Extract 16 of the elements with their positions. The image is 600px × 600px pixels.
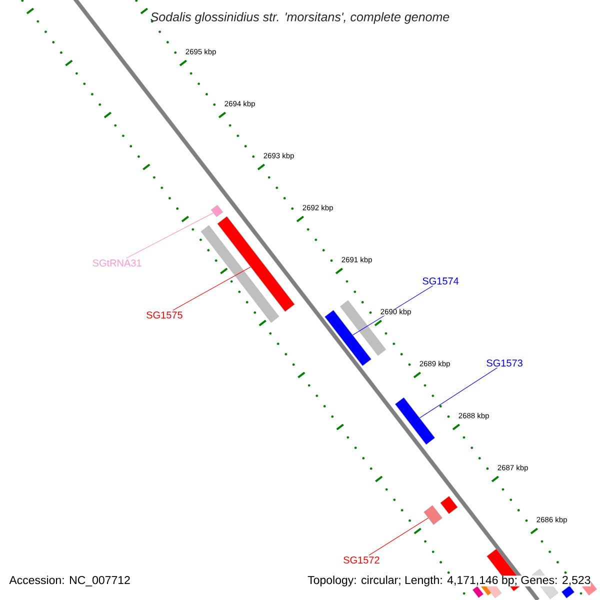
footer-text: Topology: circular; Length: 4,171,146 bp; Genes: 2,523	[308, 576, 591, 586]
gene-label: SG1572	[344, 556, 380, 564]
leader-line	[126, 212, 214, 259]
gene-label: SG1573	[486, 359, 522, 367]
gene-feature	[394, 397, 436, 445]
gene-label: SG1574	[422, 277, 459, 285]
gene-feature	[324, 310, 372, 366]
gene-feature	[424, 505, 442, 525]
gene-label: SG1575	[146, 311, 182, 319]
gene-feature	[217, 216, 295, 312]
title: Sodalis glossinidius str. 'morsitans', complete genome	[150, 12, 450, 24]
footer-text: Accession: NC_007712	[9, 576, 130, 586]
leader-line	[368, 518, 428, 556]
leader-line	[419, 367, 498, 418]
gene-feature	[210, 204, 224, 218]
gene-label: SGtRNA31	[92, 259, 142, 267]
